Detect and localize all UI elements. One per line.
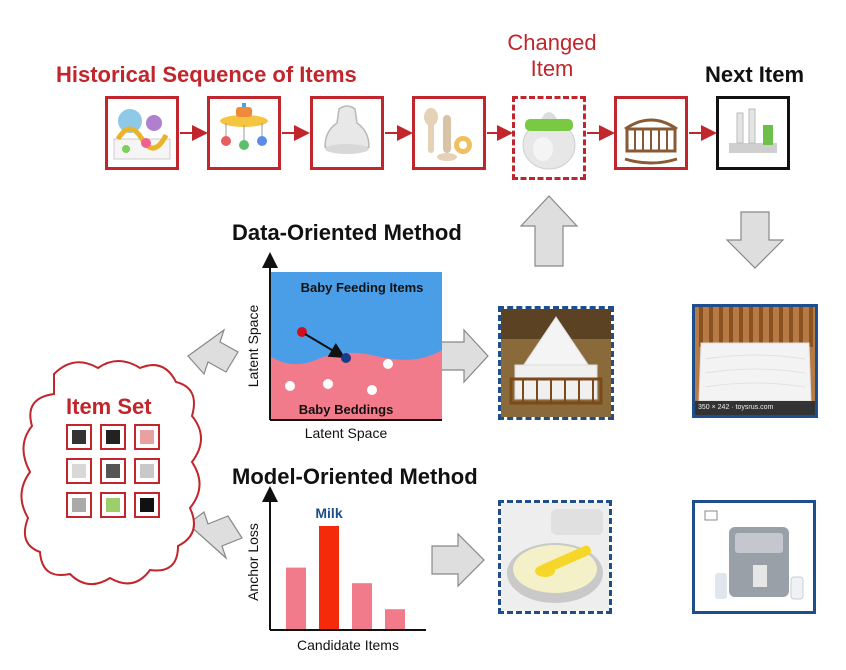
sequence-item-4 (412, 96, 486, 170)
latent-xlabel: Latent Space (305, 425, 388, 441)
set-item-3 (134, 424, 160, 450)
bar-label-milk: Milk (315, 505, 342, 521)
bottle-nipple-image (324, 105, 370, 154)
sequence-item-2 (207, 96, 281, 170)
item-set-to-model-arrow (187, 511, 243, 560)
formula-milk-image (501, 503, 609, 611)
shift-arrow (304, 333, 346, 359)
sequence-item-6 (614, 96, 688, 170)
activity-spiral-toy-image (113, 109, 171, 160)
model-oriented-title: Model-Oriented Method (232, 464, 478, 489)
data-oriented-result (498, 306, 614, 420)
item-set-label: Item Set (66, 394, 152, 419)
next-item-box (716, 96, 790, 170)
set-item-4 (66, 458, 92, 484)
model-oriented-result (498, 500, 612, 614)
changed-item-box (512, 96, 586, 180)
next-item-title: Next Item (705, 62, 805, 87)
changed-item-title-line2: Item (530, 56, 574, 81)
item-set-to-data-arrow (187, 328, 239, 376)
crib-mobile-image (220, 103, 268, 150)
set-item-5 (100, 458, 126, 484)
sequence-item-3 (310, 96, 384, 170)
set-item-8 (100, 492, 126, 518)
cradle-image (624, 118, 678, 165)
changed-item-title: Changed Item (496, 30, 608, 82)
set-item-6 (134, 458, 160, 484)
loss-bar-2 (319, 526, 339, 630)
crib-mattress-image (695, 307, 815, 402)
set-item-2 (100, 424, 126, 450)
next-item-mattress-result: 350 × 242 · toysrus.com (692, 304, 818, 418)
drying-rack-image (729, 108, 777, 153)
up-arrow (519, 195, 579, 267)
next-item-machine-result (692, 500, 816, 614)
anchor-loss-chart: Milk Anchor Loss Candidate Items (246, 486, 426, 653)
loss-bar-1 (286, 567, 306, 630)
data-to-result-arrow (439, 328, 489, 384)
model-to-result-arrow (431, 532, 485, 588)
bedding-point-1 (285, 381, 295, 391)
loss-ylabel: Anchor Loss (246, 523, 261, 601)
bedding-point-4 (383, 359, 393, 369)
bedding-point-2 (323, 379, 333, 389)
feeding-region-label: Baby Feeding Items (301, 280, 424, 295)
loss-bar-3 (352, 583, 372, 630)
data-oriented-title: Data-Oriented Method (232, 220, 462, 245)
item-set-grid (66, 424, 178, 526)
start-point (297, 327, 307, 337)
down-arrow (725, 211, 785, 269)
set-item-9 (134, 492, 160, 518)
baby-feeding-region (270, 272, 442, 365)
sequence-item-1 (105, 96, 179, 170)
mosquito-net-crib-image (501, 309, 611, 417)
loss-bar-4 (385, 609, 405, 630)
beddings-region-label: Baby Beddings (299, 402, 394, 417)
end-point (341, 353, 351, 363)
set-item-1 (66, 424, 92, 450)
silicone-bottle-image (522, 112, 576, 170)
bedding-point-3 (367, 385, 377, 395)
baby-food-maker-image (704, 510, 804, 600)
changed-item-title-line1: Changed (507, 30, 597, 55)
latent-ylabel: Latent Space (246, 305, 261, 388)
mattress-caption: 350 × 242 · toysrus.com (695, 401, 815, 415)
loss-xlabel: Candidate Items (297, 637, 399, 653)
set-item-7 (66, 492, 92, 518)
feeding-accessories-image (424, 108, 472, 161)
historical-sequence-title: Historical Sequence of Items (56, 62, 357, 87)
film-icon (704, 510, 718, 521)
latent-space-plot: Baby Feeding Items Baby Beddings Latent … (246, 252, 442, 441)
bars-layer: Milk (286, 505, 405, 630)
